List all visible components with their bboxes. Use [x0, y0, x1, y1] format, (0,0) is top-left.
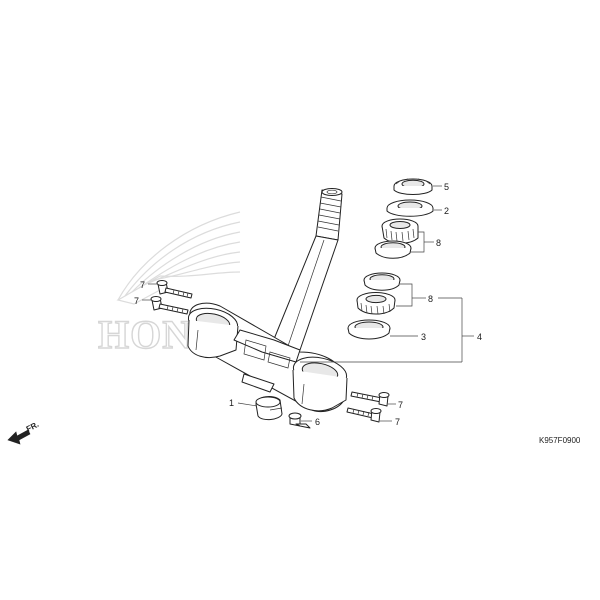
part-5-stem-nut	[393, 178, 433, 195]
part-7-bolt-upper-right	[350, 391, 390, 407]
callout-7-upper-left: 7	[140, 280, 145, 290]
callout-1: 1	[229, 398, 234, 408]
part-8-lower-race	[363, 272, 401, 291]
part-7-bolt-lower-right	[346, 407, 382, 423]
honda-wing-logo	[116, 211, 241, 305]
diagram-code: K957F0900	[539, 436, 581, 445]
part-7-bolt-upper-left	[156, 280, 193, 299]
callout-7-lower-left: 7	[134, 296, 139, 306]
callout-3: 3	[421, 332, 426, 342]
part-8-upper-bearing	[381, 218, 419, 244]
part-8-upper-race	[374, 240, 412, 259]
callout-7-lower-right: 7	[395, 417, 400, 427]
callouts: 5 2 8 8 3 4 7 7 7 7 1 6	[134, 182, 482, 427]
leader-lines	[142, 185, 474, 422]
callout-2: 2	[444, 206, 449, 216]
callout-8-lower: 8	[428, 294, 433, 304]
part-6-bolt	[288, 412, 311, 429]
callout-5: 5	[444, 182, 449, 192]
callout-6: 6	[315, 417, 320, 427]
front-direction-marker: FR.	[7, 420, 41, 445]
steering-stem	[271, 188, 343, 351]
part-3-dust-seal	[347, 319, 391, 340]
callout-7-upper-right: 7	[398, 400, 403, 410]
part-7-bolt-lower-left	[150, 296, 189, 315]
front-label: FR.	[25, 420, 41, 434]
bottom-bridge	[187, 302, 348, 412]
part-1-clamp	[255, 396, 283, 421]
part-8-lower-bearing	[356, 292, 396, 315]
front-arrow-icon	[7, 429, 31, 445]
callout-8-upper: 8	[436, 238, 441, 248]
callout-4: 4	[477, 332, 482, 342]
part-2-washer	[386, 199, 434, 217]
